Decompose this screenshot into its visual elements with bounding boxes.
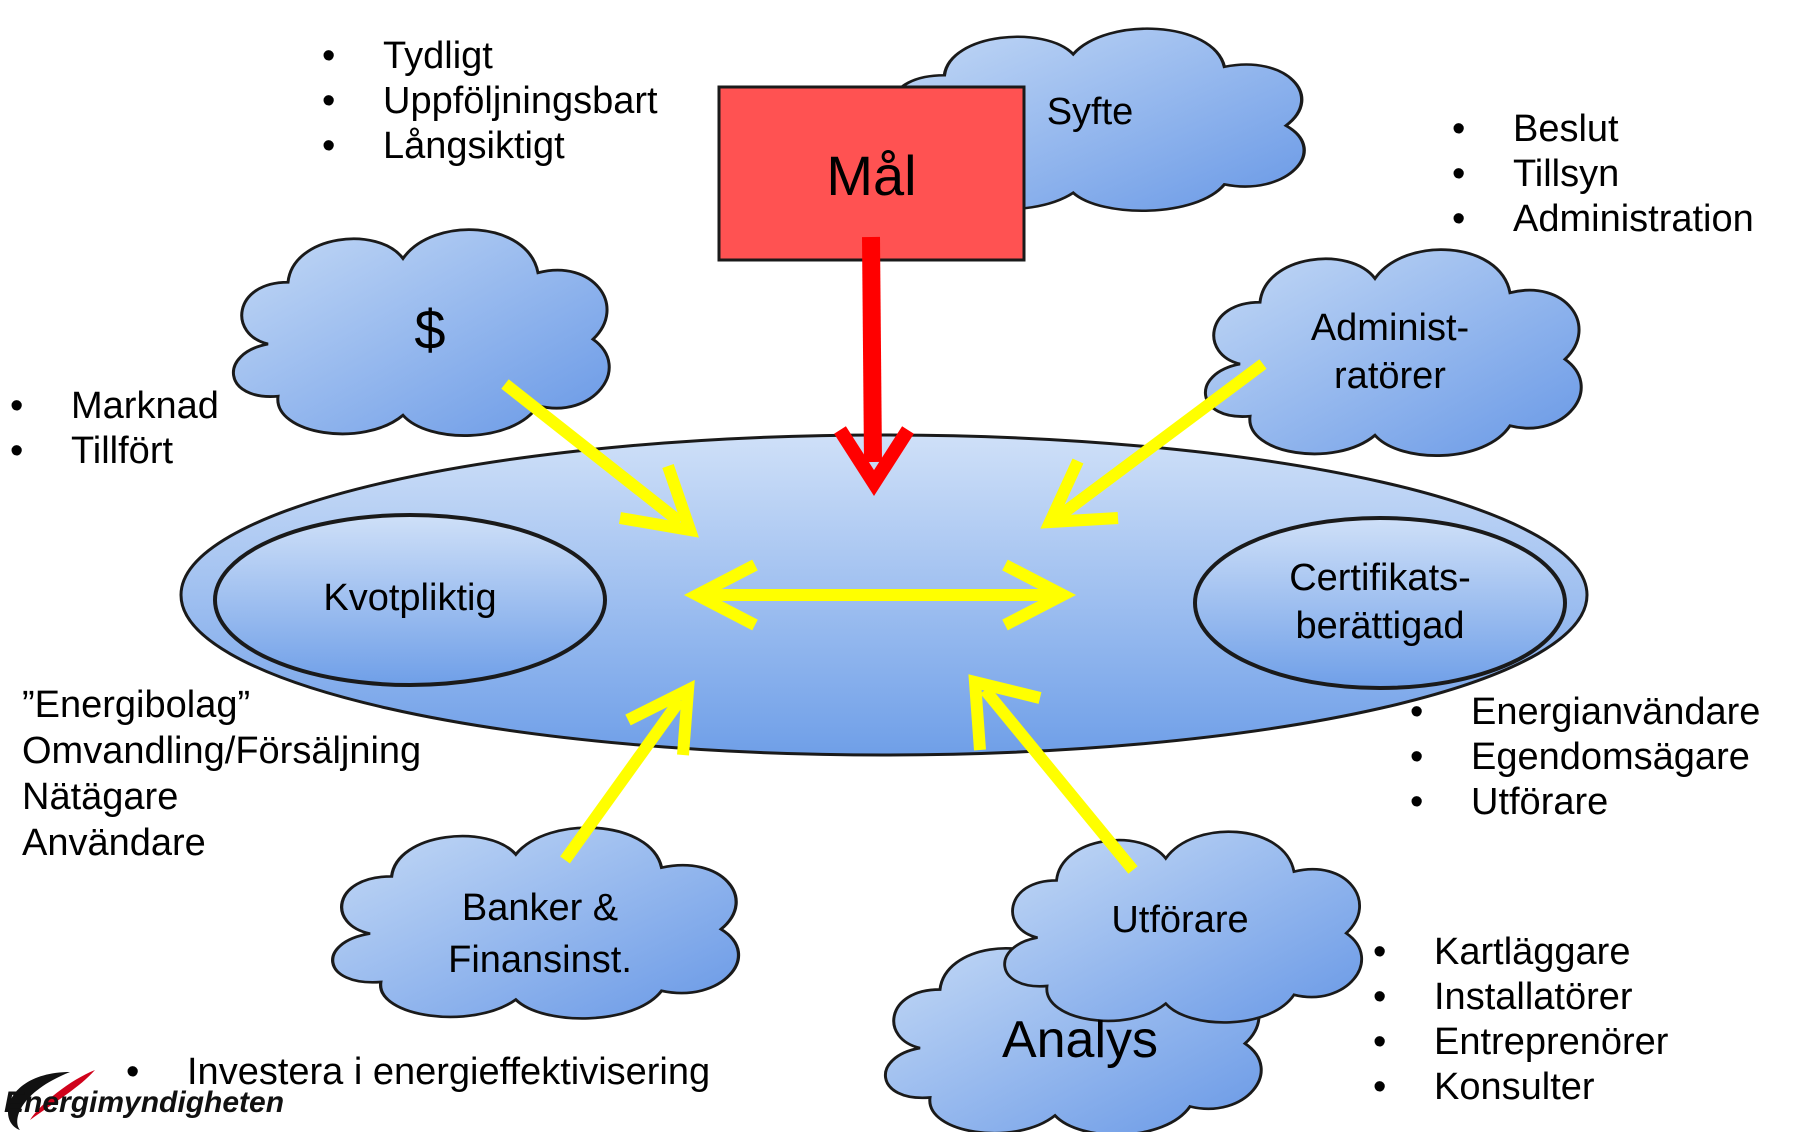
- admin-task-item: Tillsyn: [1452, 152, 1754, 197]
- entitled-example-item: Egendomsägare: [1410, 735, 1760, 780]
- performer-example-item: Kartläggare: [1373, 930, 1668, 975]
- cloud-administrators-label-1: Administ-: [1310, 307, 1470, 349]
- money-source-item: Marknad: [10, 384, 219, 429]
- cloud-administrators-label-2: ratörer: [1334, 355, 1446, 397]
- obligated-example-item: ”Energibolag”: [22, 684, 251, 726]
- entitled-example-item: Utförare: [1410, 780, 1760, 825]
- performer-example-item: Konsulter: [1373, 1065, 1668, 1110]
- cloud-performers-label: Utförare: [1111, 899, 1249, 941]
- entitled-example-item: Energianvändare: [1410, 690, 1760, 735]
- energimyndigheten-logo: [8, 1070, 95, 1130]
- performer-example-item: Installatörer: [1373, 975, 1668, 1020]
- obligated-example-item: Användare: [22, 822, 206, 864]
- entitled-ellipse: [1193, 516, 1567, 690]
- money-sources-list: Marknad Tillfört: [10, 384, 219, 474]
- admin-task-item: Beslut: [1452, 107, 1754, 152]
- goal-label: Mål: [826, 144, 917, 207]
- obligated-ellipse: [213, 513, 607, 687]
- money-source-item: Tillfört: [10, 429, 219, 474]
- logo-wordmark: Energimyndigheten: [4, 1086, 285, 1119]
- money-arrow: [501, 379, 699, 538]
- cloud-purpose-label: Syfte: [1046, 91, 1134, 133]
- obligated-example-item: Nätägare: [22, 776, 179, 818]
- goal-box: [717, 85, 1026, 262]
- admin-task-item: Administration: [1452, 197, 1754, 242]
- goal-criteria-list: Tydligt Uppföljningsbart Långsiktigt: [322, 34, 658, 169]
- cloud-banks-label-1: Banker &: [461, 887, 619, 929]
- obligated-label: Kvotpliktig: [323, 577, 497, 619]
- performer-example-item: Entreprenörer: [1373, 1020, 1668, 1065]
- entitled-label-2: berättigad: [1295, 605, 1465, 647]
- obligated-example-item: Omvandling/Försäljning: [22, 730, 422, 772]
- cloud-analysis-label: Analys: [1001, 1011, 1159, 1069]
- bank-role-item: Investera i energieffektivisering: [126, 1050, 710, 1095]
- goal-criteria-item: Uppföljningsbart: [322, 79, 658, 124]
- entitled-label-1: Certifikats-: [1289, 557, 1471, 599]
- banks-arrow: [560, 679, 695, 864]
- market-double-arrow: [683, 559, 1077, 631]
- obligated-examples: ”Energibolag” Omvandling/Försäljning Nät…: [22, 682, 421, 866]
- performers-arrow: [968, 674, 1138, 874]
- goal-criteria-item: Tydligt: [322, 34, 658, 79]
- goal-arrow: [834, 236, 914, 496]
- cloud-banks-label-2: Finansinst.: [448, 939, 632, 981]
- bank-role-list: Investera i energieffektivisering: [126, 1050, 710, 1095]
- admin-tasks-list: Beslut Tillsyn Administration: [1452, 107, 1754, 242]
- goal-criteria-item: Långsiktigt: [322, 124, 658, 169]
- cloud-administrators: [1203, 248, 1583, 458]
- admin-arrow: [1040, 359, 1267, 529]
- cloud-money-label: $: [414, 298, 446, 361]
- performer-examples-list: Kartläggare Installatörer Entreprenörer …: [1373, 930, 1668, 1110]
- entitled-examples-list: Energianvändare Egendomsägare Utförare: [1410, 690, 1760, 825]
